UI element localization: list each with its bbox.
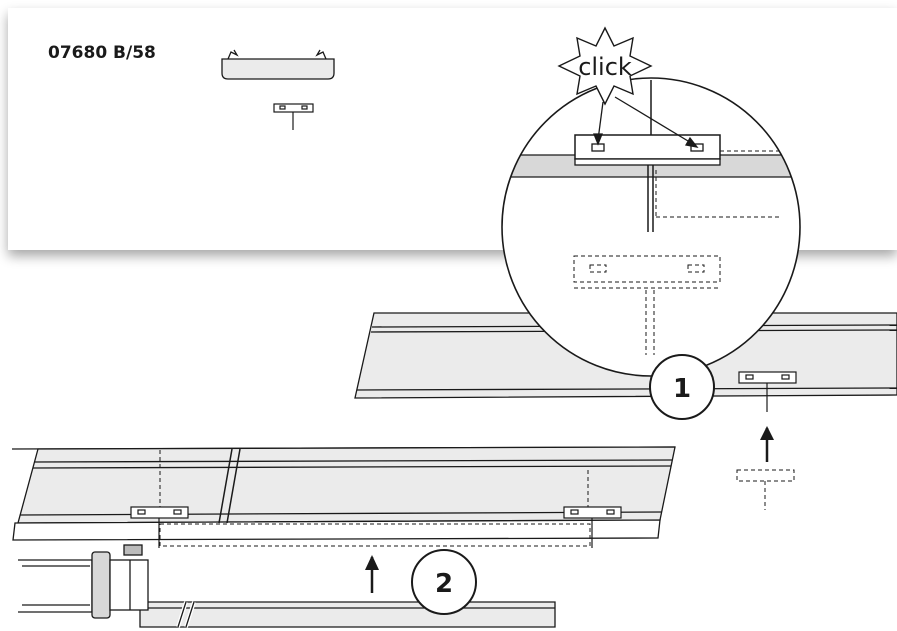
up-arrow-icon — [760, 426, 774, 462]
bracket-icon — [736, 469, 795, 510]
bracket-icon — [273, 103, 314, 130]
step-badge-2: 2 — [411, 549, 477, 615]
click-starburst: click — [557, 26, 653, 106]
click-label: click — [578, 53, 632, 81]
clip-icon — [221, 49, 335, 80]
click-pointer-arrows — [593, 96, 699, 148]
magnifier-circle — [501, 77, 801, 377]
svg-text:2: 2 — [435, 569, 453, 599]
bracket-icon — [738, 371, 797, 412]
bracket-icon — [130, 506, 189, 548]
up-arrow-icon — [365, 555, 379, 593]
product-code: 07680 B/58 — [48, 43, 156, 63]
svg-text:1: 1 — [673, 374, 691, 404]
bracket-icon — [563, 506, 622, 548]
lower-profile-assembly — [11, 446, 676, 628]
step-badge-1: 1 — [649, 354, 715, 420]
